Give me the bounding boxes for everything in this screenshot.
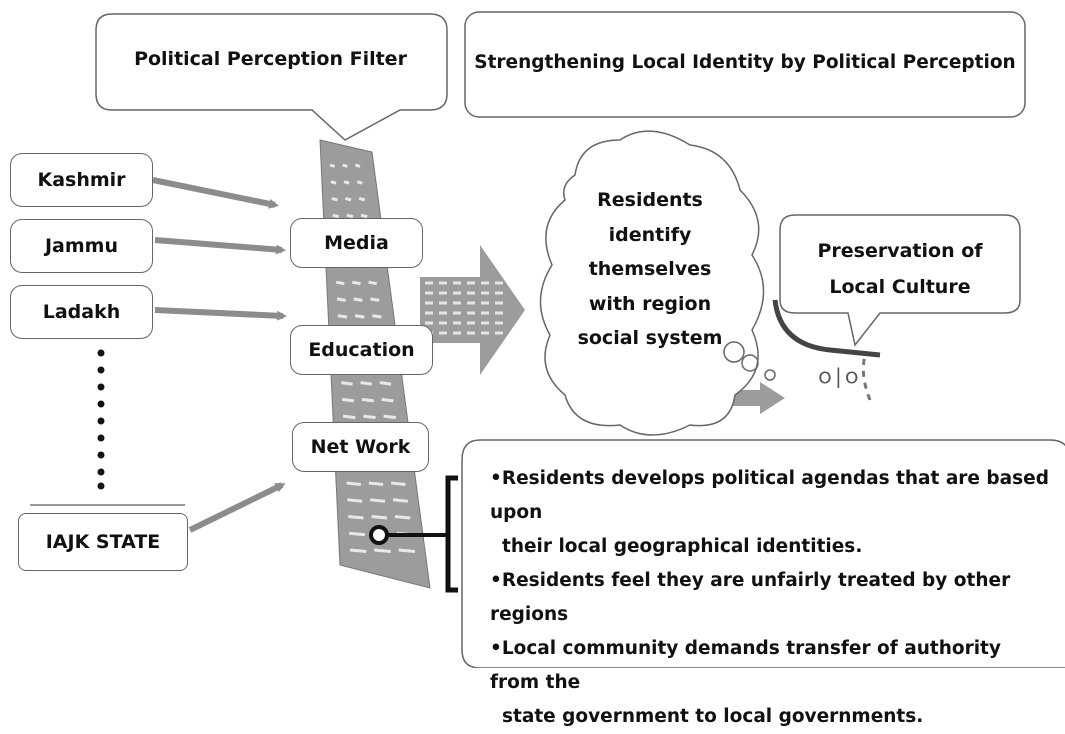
outcomes-bracket: [445, 475, 458, 593]
preservation-line: Preservation of: [817, 240, 983, 262]
bracket-connector-dot: [369, 525, 389, 545]
cloud-text: Residents identify themselves with regio…: [565, 183, 735, 356]
top-title-box: [464, 11, 1026, 118]
background-sketch-dash: [861, 354, 872, 401]
cloud-bubble-medium: [741, 354, 759, 372]
outcome-line: •Local community demands transfer of aut…: [490, 638, 1001, 693]
channel-box-media: Media: [290, 218, 423, 268]
state-box: IAJK STATE: [18, 513, 188, 571]
state-arrow: [188, 482, 286, 533]
continuation-dots: [97, 349, 105, 490]
thought-cloud: [539, 130, 765, 436]
background-sketch: [772, 299, 881, 358]
region-box-jammu: Jammu: [10, 219, 153, 273]
cloud-bubble-large: [723, 341, 745, 363]
outcome-line: state government to local governments.: [502, 706, 924, 727]
cloud-bubble-small: [764, 369, 776, 381]
filter-title-bubble: [95, 13, 448, 141]
filter-title: Political Perception Filter: [134, 48, 407, 70]
channel-box-network: Net Work: [292, 422, 429, 472]
jammu-arrow: [154, 237, 286, 255]
preservation-bubble: [779, 214, 1021, 347]
top-title: Strengthening Local Identity by Politica…: [474, 52, 1016, 73]
ladakh-arrow: [154, 307, 287, 321]
background-sketch-mark: ｏ|ｏ: [815, 364, 862, 388]
cloud-line: themselves: [588, 258, 712, 280]
region-box-kashmir: Kashmir: [10, 153, 153, 207]
cloud-line: social system: [577, 327, 723, 349]
outcome-line: •Residents develops political agendas th…: [490, 468, 1049, 523]
cloud-line: with region: [588, 292, 712, 315]
preservation-text: Preservation of Local Culture: [800, 233, 1000, 305]
outcomes-list: •Residents develops political agendas th…: [490, 462, 1050, 734]
cloud-line: Residents: [597, 189, 703, 211]
outcome-line: their local geographical identities.: [502, 536, 863, 557]
outcome-line: •Residents feel they are unfairly treate…: [490, 570, 1011, 625]
big-output-arrow: [420, 245, 525, 375]
preservation-line: Local Culture: [829, 276, 971, 298]
region-box-ladakh: Ladakh: [10, 285, 153, 339]
kashmir-arrow: [152, 177, 279, 209]
channel-box-education: Education: [290, 325, 433, 375]
cloud-line: identify: [608, 223, 692, 246]
diagram-canvas: ｏ|ｏ: [30, 11, 1065, 668]
